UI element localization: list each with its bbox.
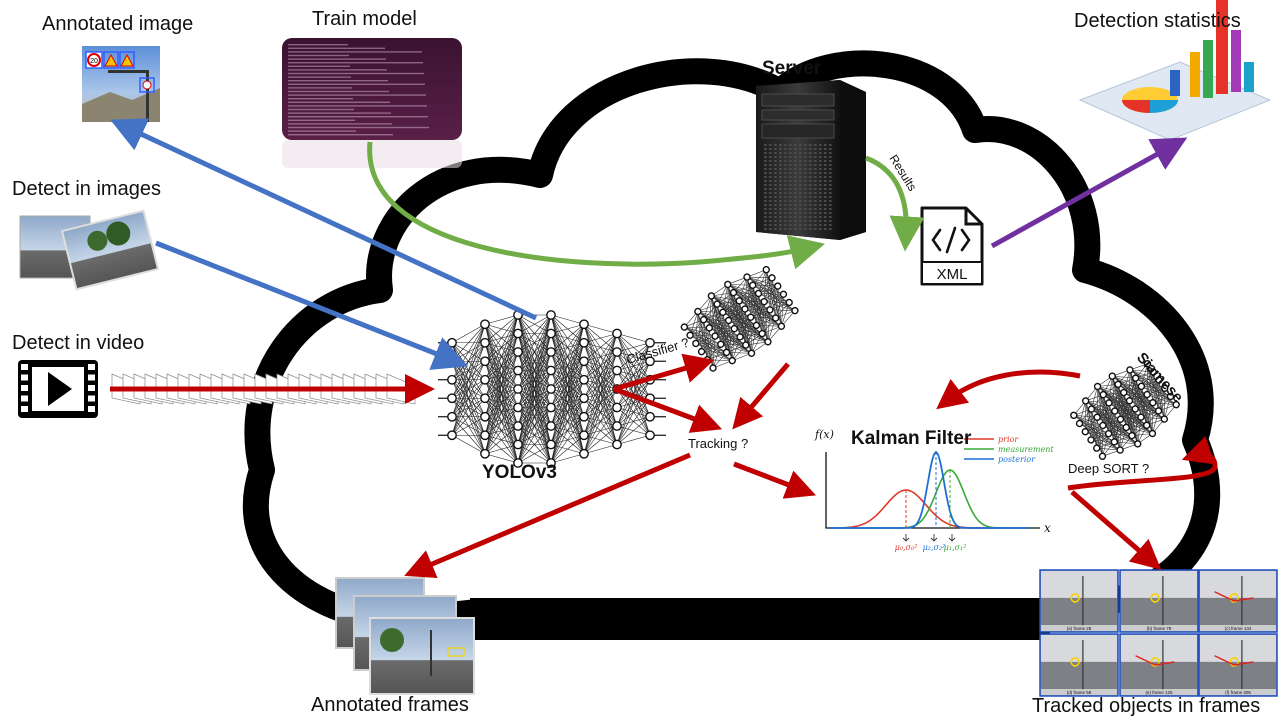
- kalman-filter-title: Kalman Filter: [851, 428, 972, 449]
- terminal-image: [282, 38, 462, 168]
- arrow-siamese-to-kalman: [936, 369, 1081, 410]
- frame-caption: (f) frame 305: [1225, 690, 1251, 695]
- kalman-legend-measurement: measurement: [998, 445, 1054, 454]
- statistics-image: [1078, 0, 1272, 141]
- kalman-fx-label: f(x): [814, 428, 834, 441]
- detect-in-video-title: Detect in video: [12, 332, 145, 354]
- kalman-tick-prior: μ₀,σ₀²: [895, 543, 918, 552]
- detect-in-images-title: Detect in images: [12, 178, 161, 200]
- xml-file-icon: XML: [920, 206, 984, 286]
- tracked-objects-title: Tracked objects in frames: [1032, 695, 1261, 717]
- server-tower-icon: [756, 80, 866, 240]
- frame-caption: (d) frame 59: [1067, 690, 1092, 695]
- arrow-yolo-to-tracking: [613, 386, 723, 433]
- classifier-label: Classifier ?: [625, 335, 691, 367]
- arrow-xml-to-statistics: [990, 137, 1188, 249]
- kalman-legend-posterior: posterior: [998, 455, 1036, 464]
- arrow-server-to-xml: [865, 155, 925, 252]
- arrow-train-to-server: [367, 141, 825, 270]
- annotated-image-title: Annotated image: [42, 13, 194, 35]
- siamese-network: [1070, 360, 1180, 460]
- annotated-frames-title: Annotated frames: [311, 694, 469, 716]
- arrow-images-to-yolo: [155, 240, 469, 370]
- kalman-tick-measurement: μ₁,σ₁²: [944, 543, 967, 552]
- frame-caption: (c) frame 134: [1225, 626, 1252, 631]
- kalman-tick-posterior: μ₂,σ₂²: [923, 543, 946, 552]
- xml-label: XML: [937, 266, 968, 283]
- server-title: Server: [762, 58, 822, 79]
- speed-sign-text: 20: [90, 58, 98, 65]
- video-icon: [18, 360, 98, 418]
- tracking-label: Tracking ?: [688, 436, 749, 451]
- detect-images-thumb: [19, 209, 160, 291]
- kalman-legend-prior: prior: [998, 435, 1019, 444]
- frame-caption: (e) frame 125: [1145, 690, 1173, 695]
- arrow-tracking-to-kalman: [733, 461, 817, 499]
- detection-statistics-title: Detection statistics: [1074, 10, 1241, 32]
- annotated-image-thumb: 20: [82, 46, 160, 122]
- cloud-bottom-bar: [470, 598, 1050, 640]
- kalman-x-label: x: [1044, 521, 1051, 535]
- arrow-tracking-to-frames: [404, 452, 691, 578]
- arrow-yolo-to-classifier: [613, 353, 715, 392]
- arrow-deepsort-to-tracked: [1070, 490, 1162, 570]
- yolo-title: YOLOv3: [482, 462, 557, 483]
- deep-sort-label: Deep SORT ?: [1068, 461, 1150, 476]
- classifier-network: [680, 265, 799, 372]
- kalman-plot: prior measurement posterior f(x) x μ₀,σ₀…: [814, 428, 1054, 552]
- arrow-classifier-to-tracking: [732, 362, 790, 430]
- tracked-frames-grid: (a) frame 28 (b) frame 79 (c) frame 134 (d)…: [1039, 569, 1278, 697]
- frame-caption: (a) frame 28: [1067, 626, 1092, 631]
- annotated-frames-stack: [335, 577, 475, 695]
- arrow-to-annotated-image: [110, 118, 538, 321]
- arrow-deepsort-loop: [1067, 436, 1218, 491]
- frame-caption: (b) frame 79: [1147, 626, 1172, 631]
- yolo-network: [438, 310, 666, 468]
- train-model-title: Train model: [312, 8, 417, 30]
